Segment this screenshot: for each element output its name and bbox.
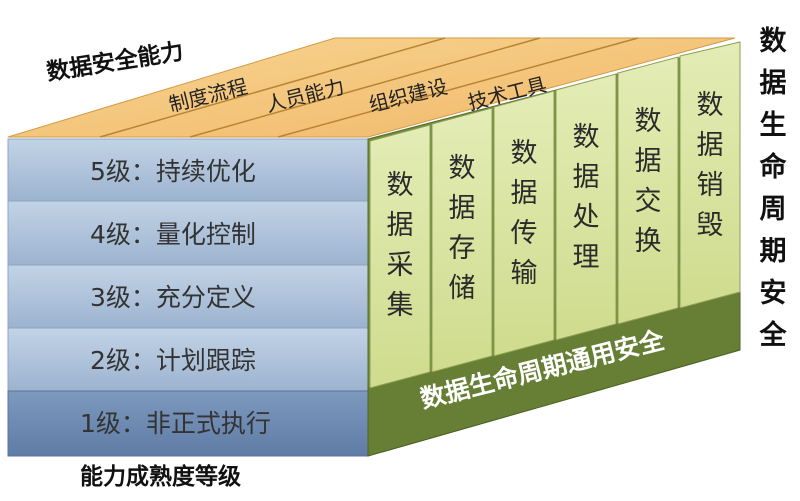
level-label: 5级：持续优化 (90, 157, 256, 186)
side-label: 数据生命周期安全 (759, 26, 788, 351)
lifecycle-columns (369, 41, 741, 389)
lifecycle-column-label: 数据传输 (511, 138, 538, 289)
level-band (7, 390, 369, 457)
lifecycle-column-label: 数据交换 (635, 106, 662, 257)
lifecycle-column-label: 数据销毁 (697, 90, 724, 241)
top-divider (277, 37, 639, 138)
lifecycle-column (493, 90, 555, 357)
level-band (7, 327, 369, 392)
level-label: 3级：充分定义 (90, 283, 256, 312)
level-band (7, 264, 369, 329)
level-label: 4级：量化控制 (90, 220, 256, 249)
lifecycle-column-label: 数据存储 (449, 153, 476, 304)
lifecycle-column (617, 56, 679, 325)
level-label: 1级：非正式执行 (80, 409, 271, 438)
top-divider (189, 37, 541, 138)
lifecycle-column-label: 数据处理 (573, 122, 600, 273)
lifecycle-column (431, 107, 493, 373)
bottom-label: 能力成熟度等级 (80, 463, 241, 490)
lifecycle-column-label: 数据采集 (387, 170, 414, 321)
lifecycle-column (555, 73, 617, 341)
lifecycle-column (369, 124, 431, 389)
top-divider (99, 37, 446, 138)
lifecycle-column (679, 41, 741, 309)
top-label: 数据安全能力 (45, 38, 186, 86)
level-label: 2级：计划跟踪 (90, 346, 256, 375)
top-face (7, 37, 736, 138)
level-stack (7, 138, 369, 457)
level-band (7, 138, 369, 202)
